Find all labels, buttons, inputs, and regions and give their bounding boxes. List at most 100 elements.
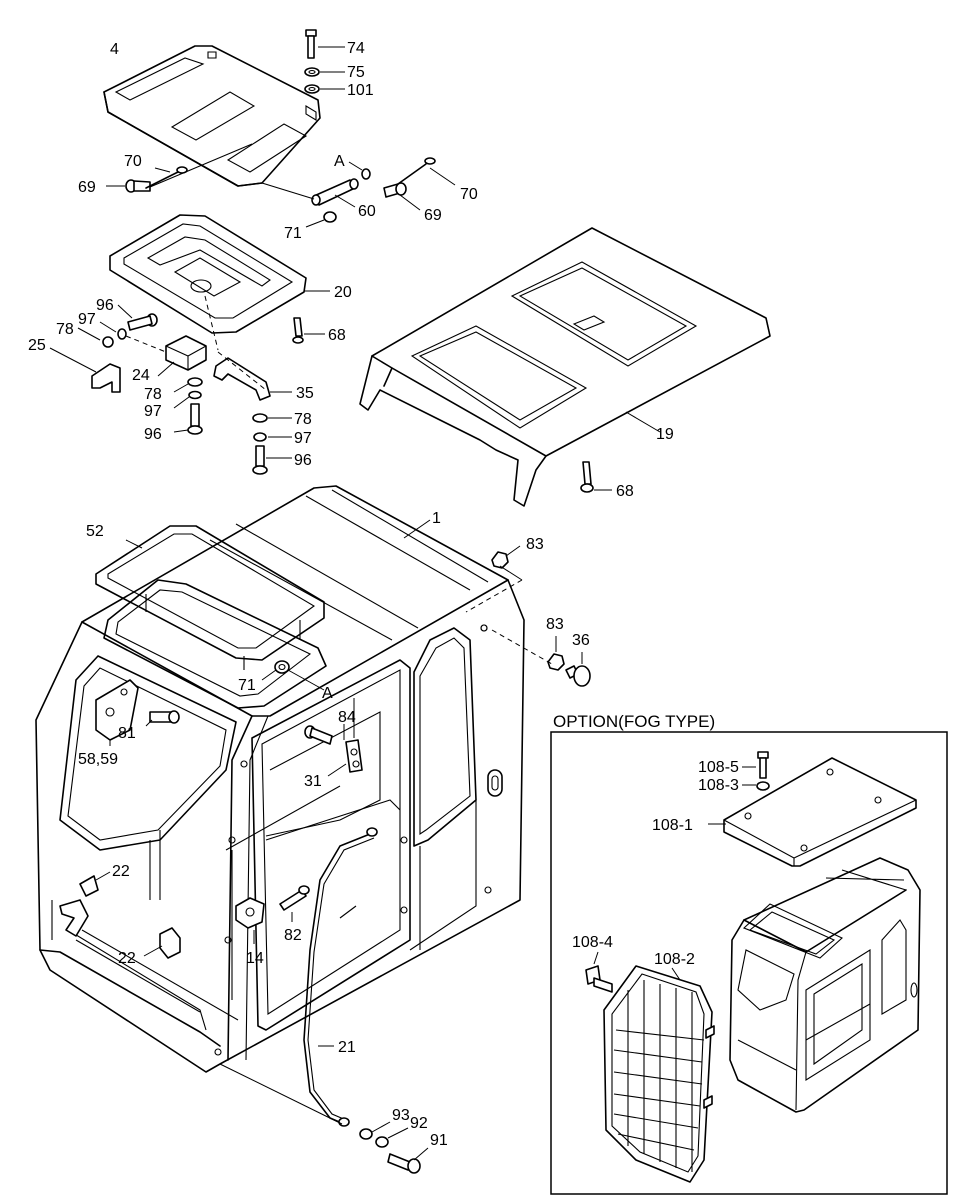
washer-101	[304, 84, 345, 94]
bracket-58-59	[95, 679, 139, 746]
block-24	[125, 335, 207, 377]
label-97-upper: 97	[78, 311, 96, 328]
label-96-mid: 96	[144, 426, 162, 443]
label-92: 92	[410, 1115, 428, 1132]
label-a-top: A	[334, 153, 345, 170]
label-69-left: 69	[78, 179, 96, 196]
clip-22-upper	[59, 871, 111, 937]
pin-69-left	[106, 143, 253, 193]
screw-68-upper	[292, 317, 325, 344]
part-20-plate	[109, 214, 330, 351]
shaft-60	[261, 178, 359, 208]
label-4: 4	[110, 41, 119, 58]
label-108-5: 108-5	[698, 759, 739, 776]
bracket-14	[235, 897, 265, 944]
label-52: 52	[86, 523, 104, 540]
label-36: 36	[572, 632, 590, 649]
washer-108-3	[742, 781, 770, 791]
bolt-91	[219, 1063, 429, 1174]
washer-71-cab	[261, 660, 325, 691]
washer-97-upper	[99, 321, 127, 340]
rod-21	[303, 827, 378, 1127]
clip-22-lower	[143, 927, 181, 959]
bracket-31	[327, 698, 363, 777]
label-69-right: 69	[424, 207, 442, 224]
part-labels: 4 74 75 101 70 69 A 70 69 60 71 20 96 97…	[28, 40, 739, 1149]
label-a-cab: A	[322, 685, 333, 702]
label-83-lower: 83	[546, 616, 564, 633]
bolt-74	[305, 29, 345, 59]
label-78-upper: 78	[56, 321, 74, 338]
washer-71	[305, 211, 337, 228]
washer-78-mid	[173, 377, 203, 393]
label-108-2: 108-2	[654, 951, 695, 968]
washer-a	[348, 161, 371, 180]
label-83-upper: 83	[526, 536, 544, 553]
label-20: 20	[334, 284, 352, 301]
bolt-36	[491, 629, 591, 687]
bolt-108-4	[585, 951, 613, 993]
label-14: 14	[246, 950, 264, 967]
plate-108-1	[708, 757, 917, 867]
nut-83-lower	[547, 636, 565, 671]
part-52-guard	[95, 525, 327, 709]
option-title: OPTION(FOG TYPE)	[553, 712, 715, 731]
bolt-96-right	[252, 445, 292, 475]
option-fog-type-box	[550, 731, 948, 1195]
part-4-cover	[103, 45, 321, 187]
label-68-upper: 68	[328, 327, 346, 344]
label-96-upper: 96	[96, 297, 114, 314]
fog-cab-illustration	[729, 857, 921, 1113]
label-78-right: 78	[294, 411, 312, 428]
label-19: 19	[656, 426, 674, 443]
pin-69-right	[383, 182, 421, 211]
bracket-25	[49, 347, 121, 393]
label-22-upper: 22	[112, 863, 130, 880]
label-25: 25	[28, 337, 46, 354]
label-35: 35	[296, 385, 314, 402]
label-81: 81	[118, 725, 136, 742]
label-60: 60	[358, 203, 376, 220]
washer-78-right	[252, 413, 292, 423]
label-70-left: 70	[124, 153, 142, 170]
label-108-4: 108-4	[572, 934, 613, 951]
bolt-82	[279, 885, 310, 922]
washer-75	[304, 67, 345, 77]
washer-92	[375, 1127, 409, 1148]
grille-108-2	[603, 965, 715, 1183]
label-68-lower: 68	[616, 483, 634, 500]
label-91: 91	[430, 1132, 448, 1149]
label-1: 1	[432, 510, 441, 527]
nut-83-upper	[465, 545, 523, 632]
label-70-right: 70	[460, 186, 478, 203]
label-97-mid: 97	[144, 403, 162, 420]
label-24: 24	[132, 367, 150, 384]
bolt-108-5	[742, 751, 769, 779]
label-97-right: 97	[294, 430, 312, 447]
part-1-cab-frame	[35, 485, 525, 1073]
bolt-84	[304, 724, 345, 745]
part-19-roof-panel	[359, 227, 771, 507]
washer-78-upper	[77, 327, 114, 348]
bolt-81	[145, 710, 180, 727]
label-74: 74	[347, 40, 365, 57]
label-108-1: 108-1	[652, 817, 693, 834]
label-101: 101	[347, 82, 374, 99]
label-58-59: 58,59	[78, 751, 118, 768]
label-108-3: 108-3	[698, 777, 739, 794]
washer-97-mid	[173, 390, 202, 409]
label-93: 93	[392, 1107, 410, 1124]
label-71-top: 71	[284, 225, 302, 242]
label-78-mid: 78	[144, 386, 162, 403]
label-71-cab: 71	[238, 677, 256, 694]
split-pin-70-left	[145, 166, 188, 189]
label-84: 84	[338, 709, 356, 726]
bolt-96-mid	[173, 403, 203, 435]
washer-93	[359, 1121, 391, 1140]
label-21: 21	[338, 1039, 356, 1056]
label-31: 31	[304, 773, 322, 790]
washer-97-right	[253, 432, 292, 442]
label-75: 75	[347, 64, 365, 81]
label-96-right: 96	[294, 452, 312, 469]
